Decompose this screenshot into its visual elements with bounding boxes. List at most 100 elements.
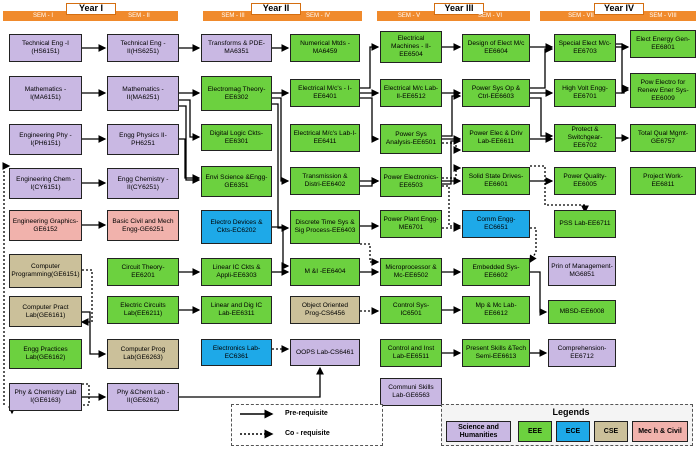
course-transforms-pde[interactable]: Transforms & PDE-MA6351 — [201, 34, 272, 62]
prerequisite-arrow — [272, 226, 290, 270]
prerequisite-arrow — [179, 138, 201, 182]
prerequisite-arrow — [179, 99, 201, 141]
course-electromag-theory[interactable]: Electromag Theory-EE6302 — [201, 76, 272, 111]
course-power-plant-engg[interactable]: Power Plant Engg-ME6701 — [380, 210, 442, 238]
prerequisite-arrow — [530, 97, 554, 140]
course-transmission-distribution[interactable]: Transmission & Distri-EE6402 — [290, 167, 360, 195]
prerequisite-arrow — [442, 92, 462, 137]
prerequisite-arrow — [360, 97, 380, 143]
legend-title: Legends — [552, 407, 590, 417]
course-protection-switchgear[interactable]: Protect & Switchgear-EE6702 — [554, 124, 616, 152]
course-high-voltage-engg[interactable]: High Volt Engg-EE6701 — [554, 79, 616, 107]
course-technical-english-2[interactable]: Technical Eng - II(HS6251) — [107, 34, 179, 62]
arrow-key-panel — [231, 404, 383, 446]
course-presentation-skills[interactable]: Present Skills &Tech Semi-EE6613 — [462, 339, 530, 367]
prerequisite-arrow — [360, 43, 380, 89]
course-power-system-analysis[interactable]: Power Sys Analysis-EE6501 — [380, 124, 442, 154]
course-electrical-energy-generation[interactable]: Elect Energy Gen-EE6801 — [630, 30, 696, 58]
course-electronics-lab[interactable]: Electronics Lab-EC6361 — [201, 339, 272, 366]
legend-eee: EEE — [518, 421, 552, 442]
semester-label-1: SEM - I — [32, 13, 53, 19]
course-measurements-instrumentation[interactable]: M &I -EE6404 — [290, 258, 360, 286]
course-digital-logic-circuits[interactable]: Digital Logic Ckts-EE6301 — [201, 124, 272, 151]
semester-label-3: SEM - III — [221, 13, 245, 19]
course-power-electronics[interactable]: Power Electronics-EE6503 — [380, 167, 442, 197]
course-principles-management[interactable]: Prin of Management-MG6851 — [548, 256, 616, 286]
year-label-1: Year I — [66, 3, 116, 15]
course-engineering-chemistry-2[interactable]: Engg Chemistry - II(CY6251) — [107, 168, 179, 199]
course-engineering-physics-2[interactable]: Engg Physics II-PH6251 — [107, 124, 179, 155]
prerequisite-arrow — [616, 43, 630, 94]
corequisite-arrow — [530, 165, 589, 214]
course-pss-lab[interactable]: PSS Lab-EE6711 — [554, 210, 616, 238]
key-corequisite-label: Co - requisite — [285, 430, 330, 437]
course-electric-circuits-lab[interactable]: Electric Circuits Lab(EE6211) — [107, 296, 179, 324]
course-engineering-physics-1[interactable]: Engineering Phy - I(PH6151) — [9, 124, 82, 155]
course-engineering-practices-lab[interactable]: Engg Practices Lab(GE6162) — [9, 339, 82, 369]
course-phy-chem-lab-1[interactable]: Phy & Chemistry Lab I(GE6163) — [9, 383, 82, 411]
course-object-oriented-programming[interactable]: Object Oriented Prog-CS6456 — [290, 296, 360, 324]
course-microprocessor-microcontroller[interactable]: Microprocessor & Mc-EE6502 — [380, 258, 442, 286]
course-linear-digital-ic-lab[interactable]: Linear and Dig IC Lab-EE6311 — [201, 296, 272, 324]
course-microprocessor-lab[interactable]: Mp & Mc Lab-EE6612 — [462, 296, 530, 324]
year-label-3: Year III — [434, 3, 484, 15]
year-label-2: Year II — [251, 3, 301, 15]
prerequisite-arrow — [82, 311, 107, 358]
course-phy-chem-lab-2[interactable]: Phy &Chem Lab -II(GE6262) — [107, 383, 179, 411]
course-linear-ic-circuits[interactable]: Linear IC Ckts & Appli-EE6303 — [201, 258, 272, 286]
course-electrical-machines-1[interactable]: Electrical M/c's - I-EE6401 — [290, 79, 360, 107]
course-communication-engg[interactable]: Comm Engg-EC6651 — [462, 210, 530, 238]
course-electron-devices[interactable]: Electro Devices & Ckts-EC6202 — [201, 210, 272, 244]
course-computer-programming[interactable]: Computer Programming(GE6151) — [9, 254, 82, 288]
corequisite-arrow — [8, 383, 90, 415]
course-electrical-machines-2[interactable]: Electrical Machines - II-EE6504 — [380, 31, 442, 63]
prerequisite-arrow — [530, 271, 548, 316]
course-comprehension[interactable]: Comprehension-EE6712 — [548, 339, 616, 367]
corequisite-arrow — [80, 269, 93, 326]
course-basic-civil-mech[interactable]: Basic Civil and Mech Engg-GE6251 — [107, 210, 179, 241]
legend-ece: ECE — [556, 421, 590, 442]
course-numerical-methods[interactable]: Numerical Mtds - MA6459 — [290, 34, 360, 62]
corequisite-arrow — [529, 227, 537, 264]
course-mathematics-2[interactable]: Mathematics - II(MA6251) — [107, 76, 179, 111]
course-mathematics-1[interactable]: Mathematics - I(MA6151) — [9, 76, 82, 111]
course-envi-science[interactable]: Envi Science &Engg-GE6351 — [201, 166, 272, 197]
course-total-quality-management[interactable]: Total Qual Mgmt-GE6757 — [630, 124, 696, 152]
course-engineering-graphics[interactable]: Engineering Graphics-GE6152 — [9, 210, 82, 241]
prerequisite-arrow — [179, 366, 324, 398]
corequisite-arrow — [442, 185, 462, 230]
course-control-systems[interactable]: Control Sys-IC6501 — [380, 296, 442, 324]
course-power-quality[interactable]: Power Quality-EE6005 — [554, 167, 616, 195]
course-control-instrumentation-lab[interactable]: Control and Inst Lab-EE6511 — [380, 339, 442, 367]
course-project-work[interactable]: Project Work-EE6811 — [630, 167, 696, 195]
course-electrical-machines-lab-2[interactable]: Electrical M/c Lab- II-EE6512 — [380, 79, 442, 107]
year-bar-1 — [3, 11, 178, 21]
year-label-4: Year IV — [594, 3, 644, 15]
course-engineering-chemistry-1[interactable]: Engineering Chem - I(CY6151) — [9, 168, 82, 199]
course-technical-english-1[interactable]: Technical Eng -I (HS6151) — [9, 34, 82, 62]
course-computer-practice-lab[interactable]: Computer Pract Lab(GE6161) — [9, 296, 82, 327]
corequisite-arrow — [442, 142, 462, 154]
course-discrete-time-systems[interactable]: Discrete Time Sys & Sig Process-EE6403 — [290, 210, 360, 244]
course-power-electronics-renewable[interactable]: Pow Electro for Renew Ener Sys-EE6009 — [630, 73, 696, 108]
course-solid-state-drives[interactable]: Solid State Drives-EE6601 — [462, 167, 530, 195]
semester-label-2: SEM - II — [128, 13, 150, 19]
semester-label-7: SEM - VII — [568, 13, 594, 19]
course-communication-skills-lab[interactable]: Communi Skills Lab-GE6563 — [380, 378, 442, 406]
prerequisite-arrow — [530, 45, 554, 89]
course-mbsd[interactable]: MBSD-EE6008 — [548, 300, 616, 324]
course-electrical-machines-lab-1[interactable]: Electrical M/c's Lab-I-EE6411 — [290, 124, 360, 152]
course-computer-prog-lab[interactable]: Computer Prog Lab(GE6263) — [107, 339, 179, 369]
course-circuit-theory[interactable]: Circuit Theory-EE6201 — [107, 258, 179, 286]
course-design-electrical-machines[interactable]: Design of Elect M/c EE6604 — [462, 34, 530, 62]
course-power-system-operation[interactable]: Power Sys Op & Ctrl-EE6603 — [462, 79, 530, 107]
year-bar-3 — [377, 11, 530, 21]
semester-label-6: SEM - VI — [477, 13, 502, 19]
year-bar-4 — [540, 11, 696, 21]
course-embedded-systems[interactable]: Embedded Sys-EE6602 — [462, 258, 530, 286]
prerequisite-arrow — [272, 97, 290, 185]
year-bar-2 — [203, 11, 362, 21]
course-oops-lab[interactable]: OOPS Lab-CS6461 — [290, 339, 360, 366]
course-power-electronics-drives-lab[interactable]: Power Elec & Driv Lab-EE6611 — [462, 124, 530, 152]
course-special-electrical-machines[interactable]: Special Elect M/c-EE6703 — [554, 34, 616, 62]
